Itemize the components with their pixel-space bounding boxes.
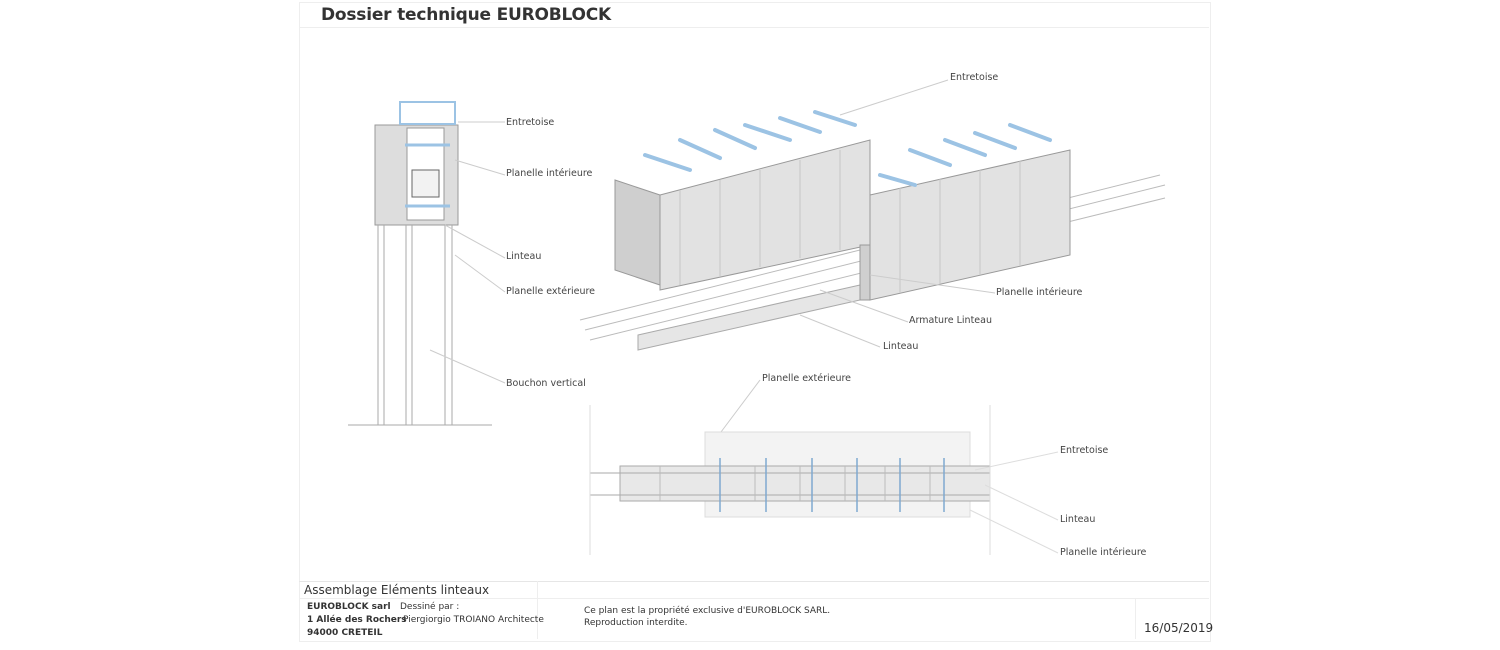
label-armature-linteau: Armature Linteau (909, 315, 992, 326)
label-planelle-exterieure: Planelle extérieure (762, 373, 852, 384)
label-entretoise: Entretoise (950, 72, 999, 83)
label-planelle-interieure: Planelle intérieure (506, 168, 593, 179)
plan-view (589, 405, 1059, 555)
label-bouchon-vertical: Bouchon vertical (506, 378, 586, 389)
drawn-by: Piergiorgio TROIANO Architecte (403, 615, 544, 625)
section-view (348, 101, 506, 426)
label-linteau: Linteau (1060, 514, 1096, 525)
label-linteau: Linteau (506, 251, 542, 262)
drawing-title: Assemblage Eléments linteaux (304, 583, 490, 597)
label-planelle-interieure: Planelle intérieure (1060, 547, 1147, 558)
drawing-date: 16/05/2019 (1144, 621, 1214, 635)
company-address: 1 Allée des Rochers (307, 615, 407, 625)
ownership-notice: Ce plan est la propriété exclusive d'EUR… (584, 606, 831, 616)
iso-view (579, 79, 1166, 441)
title-block (299, 581, 1209, 640)
page-title: Dossier technique EUROBLOCK (321, 5, 612, 25)
label-planelle-interieure: Planelle intérieure (996, 287, 1083, 298)
title-block-separator (537, 581, 538, 639)
title-divider (299, 27, 1209, 28)
company-name: EUROBLOCK sarl (307, 602, 391, 612)
company-city: 94000 CRETEIL (307, 628, 383, 638)
label-entretoise: Entretoise (1060, 445, 1109, 456)
label-linteau: Linteau (883, 341, 919, 352)
reproduction-notice: Reproduction interdite. (584, 618, 688, 628)
title-block-divider (299, 598, 1209, 599)
drawing-sheet (299, 2, 1211, 642)
label-planelle-exterieure: Planelle extérieure (506, 286, 596, 297)
drawn-by-label: Dessiné par : (400, 602, 460, 612)
label-entretoise: Entretoise (506, 117, 555, 128)
title-block-separator (1135, 598, 1136, 639)
